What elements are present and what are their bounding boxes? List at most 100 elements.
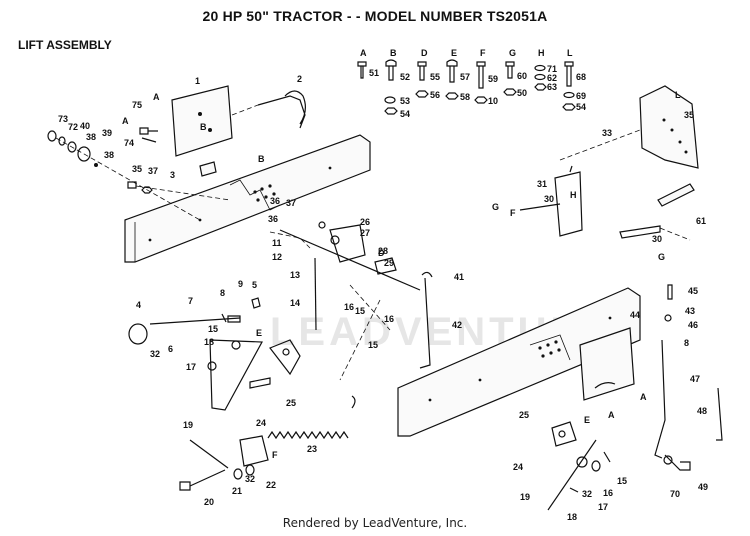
ref-e-2: E [584,415,590,425]
callout-36a: 36 [270,196,280,206]
callout-44: 44 [630,310,640,320]
callout-15b: 15 [355,306,365,316]
callout-12: 12 [272,252,282,262]
carriage-bolt-icon [446,59,458,83]
legend-part-63: 63 [547,82,557,92]
callout-33: 33 [602,128,612,138]
legend-part-68: 68 [576,72,586,82]
lift-shaft-center [269,221,433,381]
bolt-icon [357,61,367,79]
right-frame-rail [397,287,641,437]
callout-32c: 32 [582,489,592,499]
callout-45: 45 [688,286,698,296]
callout-30a: 30 [544,194,554,204]
callout-13: 13 [290,270,300,280]
hex-nut-icon [534,83,547,91]
callout-27: 27 [360,228,370,238]
callout-19b: 19 [520,492,530,502]
ref-h: H [570,190,577,200]
fender-bracket-35 [559,85,699,169]
callout-21: 21 [232,486,242,496]
footer-credit: Rendered by LeadVenture, Inc. [282,516,468,530]
ref-a-1: A [153,92,160,102]
bolt-35-37 [127,181,231,201]
hex-nut-icon [562,103,576,111]
callout-36b: 36 [268,214,278,224]
hex-nut-icon [384,107,398,115]
callout-20: 20 [204,497,214,507]
callout-25a: 25 [286,398,296,408]
callout-37b: 37 [286,198,296,208]
callout-29: 29 [384,258,394,268]
ref-b-2: B [258,154,265,164]
callout-7: 7 [188,296,193,306]
callout-17b: 17 [598,502,608,512]
legend-letter-d: D [421,48,428,58]
callout-16b: 16 [384,314,394,324]
hex-nut-icon [474,96,488,104]
pin-74-75 [139,127,158,143]
legend-letter-l: L [567,48,573,58]
callout-18a: 18 [204,337,214,347]
lock-washer-icon [534,73,546,81]
callout-49: 49 [698,482,708,492]
lift-bracket-2 [231,90,306,129]
legend-part-50: 50 [517,88,527,98]
legend-part-58: 58 [460,92,470,102]
callout-17a: 17 [186,362,196,372]
legend-part-10: 10 [488,96,498,106]
hex-nut-icon [503,88,517,96]
callout-74: 74 [124,138,134,148]
left-frame-rail [124,134,371,263]
callout-2: 2 [297,74,302,84]
reference-letters: A A A A B B D E E F F G G H L [122,90,681,460]
callout-25b: 25 [519,410,529,420]
callout-19a: 19 [183,420,193,430]
legend-part-52: 52 [400,72,410,82]
callout-32b: 32 [245,474,255,484]
callout-39: 39 [102,128,112,138]
ref-l: L [675,90,681,100]
callout-14: 14 [290,298,300,308]
mounting-plate-44 [579,327,635,401]
flat-washer-icon [563,91,575,99]
callout-75: 75 [132,100,142,110]
callouts: 1 2 3 4 5 6 7 8 9 11 12 13 14 15 15 15 1… [58,74,708,522]
callout-4: 4 [136,300,141,310]
section-title: LIFT ASSEMBLY [18,38,112,52]
ref-a-4: A [608,410,615,420]
clevis-pin-icon [417,61,427,81]
callout-46: 46 [688,320,698,330]
callout-8: 8 [220,288,225,298]
legend-part-60: 60 [517,71,527,81]
callout-23: 23 [307,444,317,454]
spacer-block-3 [199,161,217,177]
ref-a-2: A [122,116,129,126]
flat-washer-icon [534,64,546,72]
hardware-legend: A 51 B 52 53 54 D 55 56 E 57 58 F 59 10 … [357,48,586,119]
callout-41: 41 [454,272,464,282]
lift-linkage-left [128,297,301,491]
ref-f-2: F [510,208,516,218]
callout-73: 73 [58,114,68,124]
callout-32a: 32 [150,349,160,359]
legend-part-54: 54 [400,109,410,119]
callout-42: 42 [452,320,462,330]
callout-6: 6 [168,344,173,354]
lift-linkage-right [547,421,611,511]
legend-part-69: 69 [576,91,586,101]
callout-40: 40 [80,121,90,131]
callout-3: 3 [170,170,175,180]
lift-lever-47 [654,284,691,471]
callout-15c: 15 [368,340,378,350]
ref-g-1: G [492,202,499,212]
diagram-title: 20 HP 50" TRACTOR - - MODEL NUMBER TS205… [202,8,548,24]
legend-part-71: 71 [547,64,557,74]
callout-22: 22 [266,480,276,490]
legend-letter-h: H [538,48,545,58]
callout-24b: 24 [513,462,523,472]
callout-38b: 38 [104,150,114,160]
callout-43: 43 [685,306,695,316]
callout-9: 9 [238,279,243,289]
